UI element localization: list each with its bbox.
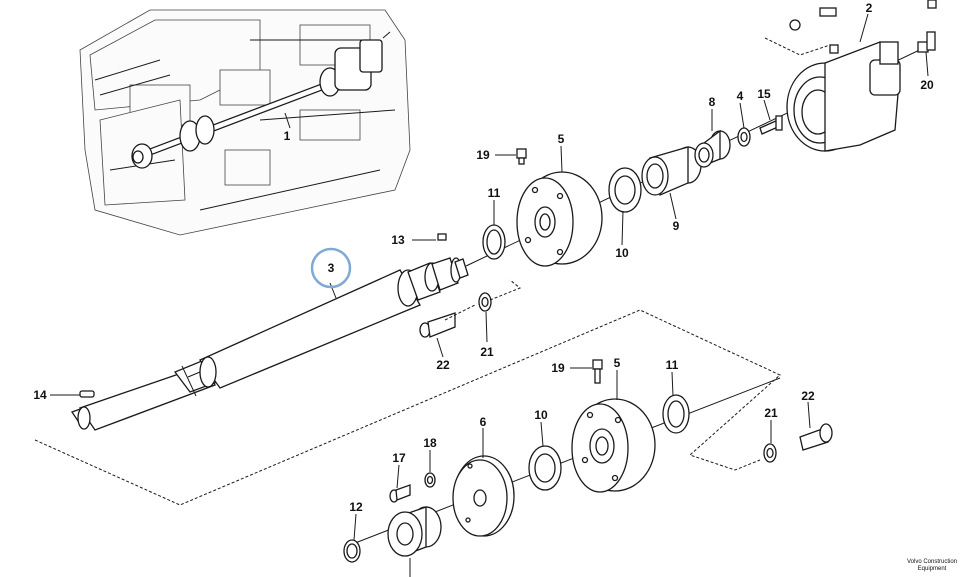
callout-4[interactable]: 4	[737, 89, 744, 103]
callout-10-top[interactable]: 10	[615, 246, 629, 260]
callout-labels: 1 2 3 4 5 5 6 8 9 10 10 11 11 12 13 14 1…	[33, 1, 934, 514]
callout-3[interactable]: 3	[328, 261, 335, 275]
brand-line-1: Volvo Construction	[907, 559, 957, 565]
part-20-fitting	[917, 0, 937, 53]
callout-14[interactable]: 14	[33, 388, 47, 402]
part-21-washer-upper	[478, 292, 492, 312]
part-14-key	[79, 390, 95, 398]
part-19-nipple-top	[516, 148, 527, 165]
part-19-nipple-lower	[592, 359, 603, 384]
callout-15[interactable]: 15	[757, 87, 771, 101]
part-22-bolt-upper	[419, 312, 456, 338]
part-4-washer	[737, 127, 751, 147]
callout-22-upper[interactable]: 22	[436, 358, 450, 372]
leader-lines	[50, 13, 929, 577]
callout-17[interactable]: 17	[392, 451, 406, 465]
callout-9[interactable]: 9	[673, 219, 680, 233]
callout-10-lower[interactable]: 10	[534, 408, 548, 422]
part-5-flange-top	[516, 171, 603, 267]
callout-20[interactable]: 20	[920, 78, 934, 92]
callout-11-top[interactable]: 11	[488, 186, 501, 200]
callout-8[interactable]: 8	[709, 95, 716, 109]
callout-11-lower[interactable]: 11	[666, 358, 679, 372]
highlight-circle-item-3	[310, 247, 352, 289]
callout-1[interactable]: 1	[284, 129, 291, 143]
part-13-key	[437, 233, 447, 241]
brand-line-2: Equipment	[918, 566, 947, 572]
callout-19-top[interactable]: 19	[476, 148, 490, 162]
callout-13[interactable]: 13	[391, 233, 405, 247]
callout-5-lower[interactable]: 5	[614, 356, 621, 370]
callout-5-top[interactable]: 5	[558, 132, 565, 146]
part-10-washer-top	[608, 167, 642, 213]
part-11-seal-lower	[662, 394, 690, 434]
callout-22-lower[interactable]: 22	[801, 389, 815, 403]
part-18-washer	[424, 472, 436, 488]
part-22-bolt-lower	[799, 423, 833, 451]
part-5-flange-lower	[571, 398, 656, 493]
engine-overview-illustration	[79, 9, 411, 236]
part-2-motor-housing	[786, 41, 901, 152]
part-15-bolt	[759, 115, 783, 135]
callout-6[interactable]: 6	[480, 415, 487, 429]
callout-18[interactable]: 18	[423, 436, 437, 450]
part-21-washer-lower	[763, 443, 777, 463]
part-10-washer-lower	[528, 445, 562, 491]
part-lower-bushing	[387, 506, 442, 557]
callout-2[interactable]: 2	[866, 1, 873, 15]
part-9-bushing	[641, 146, 702, 196]
part-8-ring	[694, 129, 731, 168]
main-shaft	[70, 257, 469, 431]
part-11-seal-top	[482, 224, 506, 260]
part-6-plate	[452, 455, 515, 537]
part-top-right-bolt-washer	[764, 7, 837, 56]
callout-21-lower[interactable]: 21	[764, 406, 778, 420]
callout-19-lower[interactable]: 19	[551, 361, 565, 375]
callout-21-upper[interactable]: 21	[480, 345, 494, 359]
part-12-circlip	[343, 539, 361, 563]
callout-12[interactable]: 12	[349, 500, 363, 514]
brand-caption: Volvo Construction Equipment	[907, 559, 957, 572]
part-17-bolt	[389, 484, 411, 503]
